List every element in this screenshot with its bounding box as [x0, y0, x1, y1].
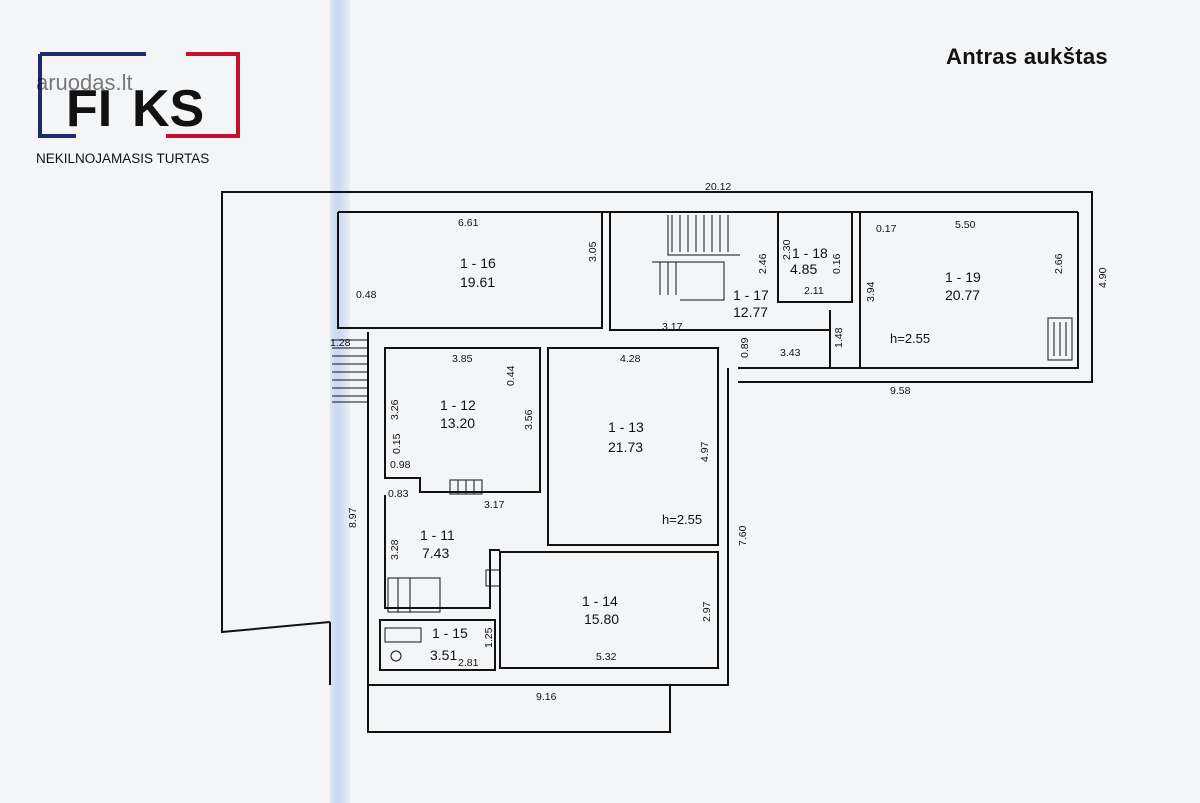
dim-label: 2.81	[458, 657, 479, 669]
dim-label: 3.05	[587, 241, 599, 262]
dim-label: 2.11	[804, 285, 824, 297]
ceiling-height-1: h=2.55	[890, 331, 930, 346]
dim-label: 3.56	[523, 409, 535, 430]
dim-label: 0.17	[876, 223, 897, 235]
dim-label: 3.28	[389, 539, 401, 560]
room-label-1-13-id: 1 - 13	[608, 419, 644, 435]
fiks-logo: FI KS aruodas.lt NEKILNOJAMASIS TURTAS	[36, 46, 246, 166]
dim-label: 2.30	[781, 239, 793, 260]
dim-label: 5.50	[955, 219, 976, 231]
dim-label: 0.89	[739, 337, 751, 358]
dim-label: 1.28	[330, 337, 351, 349]
room-label-1-18-area: 4.85	[790, 261, 817, 277]
ceiling-height-2: h=2.55	[662, 512, 702, 527]
left-balcony	[221, 191, 331, 634]
dim-label: 4.28	[620, 353, 641, 365]
dim-label: 3.43	[780, 347, 801, 359]
dim-label: 1.25	[483, 627, 495, 648]
svg-text:FI: FI	[66, 80, 112, 138]
dim-label: 2.66	[1053, 253, 1065, 274]
room-label-1-15-id: 1 - 15	[432, 625, 468, 641]
dim-label: 3.94	[865, 281, 877, 302]
dim-label: 3.26	[389, 399, 401, 420]
room-1-15-outline	[379, 619, 496, 671]
room-1-18-outline	[777, 212, 853, 303]
room-label-1-15-area: 3.51	[430, 647, 457, 663]
dim-label: 4.90	[1097, 267, 1109, 288]
dim-label: 0.15	[391, 433, 403, 454]
room-label-1-11-id: 1 - 11	[420, 527, 455, 543]
room-1-16-outline	[337, 212, 603, 329]
room-label-1-16-area: 19.61	[460, 274, 495, 290]
room-label-1-14-area: 15.80	[584, 611, 619, 627]
dim-label: 9.58	[890, 385, 911, 397]
floor-title: Antras aukštas	[946, 44, 1108, 69]
room-label-1-14-id: 1 - 14	[582, 593, 618, 609]
room-label-1-12-id: 1 - 12	[440, 397, 476, 413]
brand-tagline: NEKILNOJAMASIS TURTAS	[36, 151, 209, 166]
dim-label: 3.85	[452, 353, 473, 365]
dim-label: 1.48	[833, 327, 845, 348]
dim-label: 0.98	[390, 459, 411, 471]
room-label-1-17-area: 12.77	[733, 304, 768, 320]
room-label-1-12-area: 13.20	[440, 415, 475, 431]
room-label-1-11-area: 7.43	[422, 545, 449, 561]
dim-label: 4.97	[699, 441, 711, 462]
watermark-text: aruodas.lt	[36, 70, 133, 95]
bottom-balcony	[367, 685, 671, 733]
dim-label: 0.44	[505, 365, 517, 386]
dim-label: 2.46	[757, 253, 769, 274]
dim-label: 0.83	[388, 488, 409, 500]
dim-label: 3.17	[662, 321, 683, 333]
dim-label: 0.16	[831, 253, 843, 274]
room-1-12-outline	[384, 347, 541, 493]
dim-label: 7.60	[737, 525, 749, 546]
room-label-1-16-id: 1 - 16	[460, 255, 496, 271]
dim-label: 6.61	[458, 217, 479, 229]
room-label-1-18-id: 1 - 18	[792, 245, 828, 261]
room-label-1-19-id: 1 - 19	[945, 269, 981, 285]
dim-label: 5.32	[596, 651, 617, 663]
room-label-1-17-id: 1 - 17	[733, 287, 769, 303]
dim-label: 2.97	[701, 601, 713, 622]
svg-text:KS: KS	[132, 80, 204, 138]
dim-label: 9.16	[536, 691, 557, 703]
dim-label: 3.17	[484, 499, 505, 511]
dim-label: 8.97	[347, 507, 359, 528]
dim-label: 20.12	[705, 181, 731, 193]
room-1-13-outline	[547, 347, 719, 546]
room-label-1-13-area: 21.73	[608, 439, 643, 455]
room-1-14-outline	[499, 551, 719, 669]
room-label-1-19-area: 20.77	[945, 287, 980, 303]
dim-label: 0.48	[356, 289, 377, 301]
